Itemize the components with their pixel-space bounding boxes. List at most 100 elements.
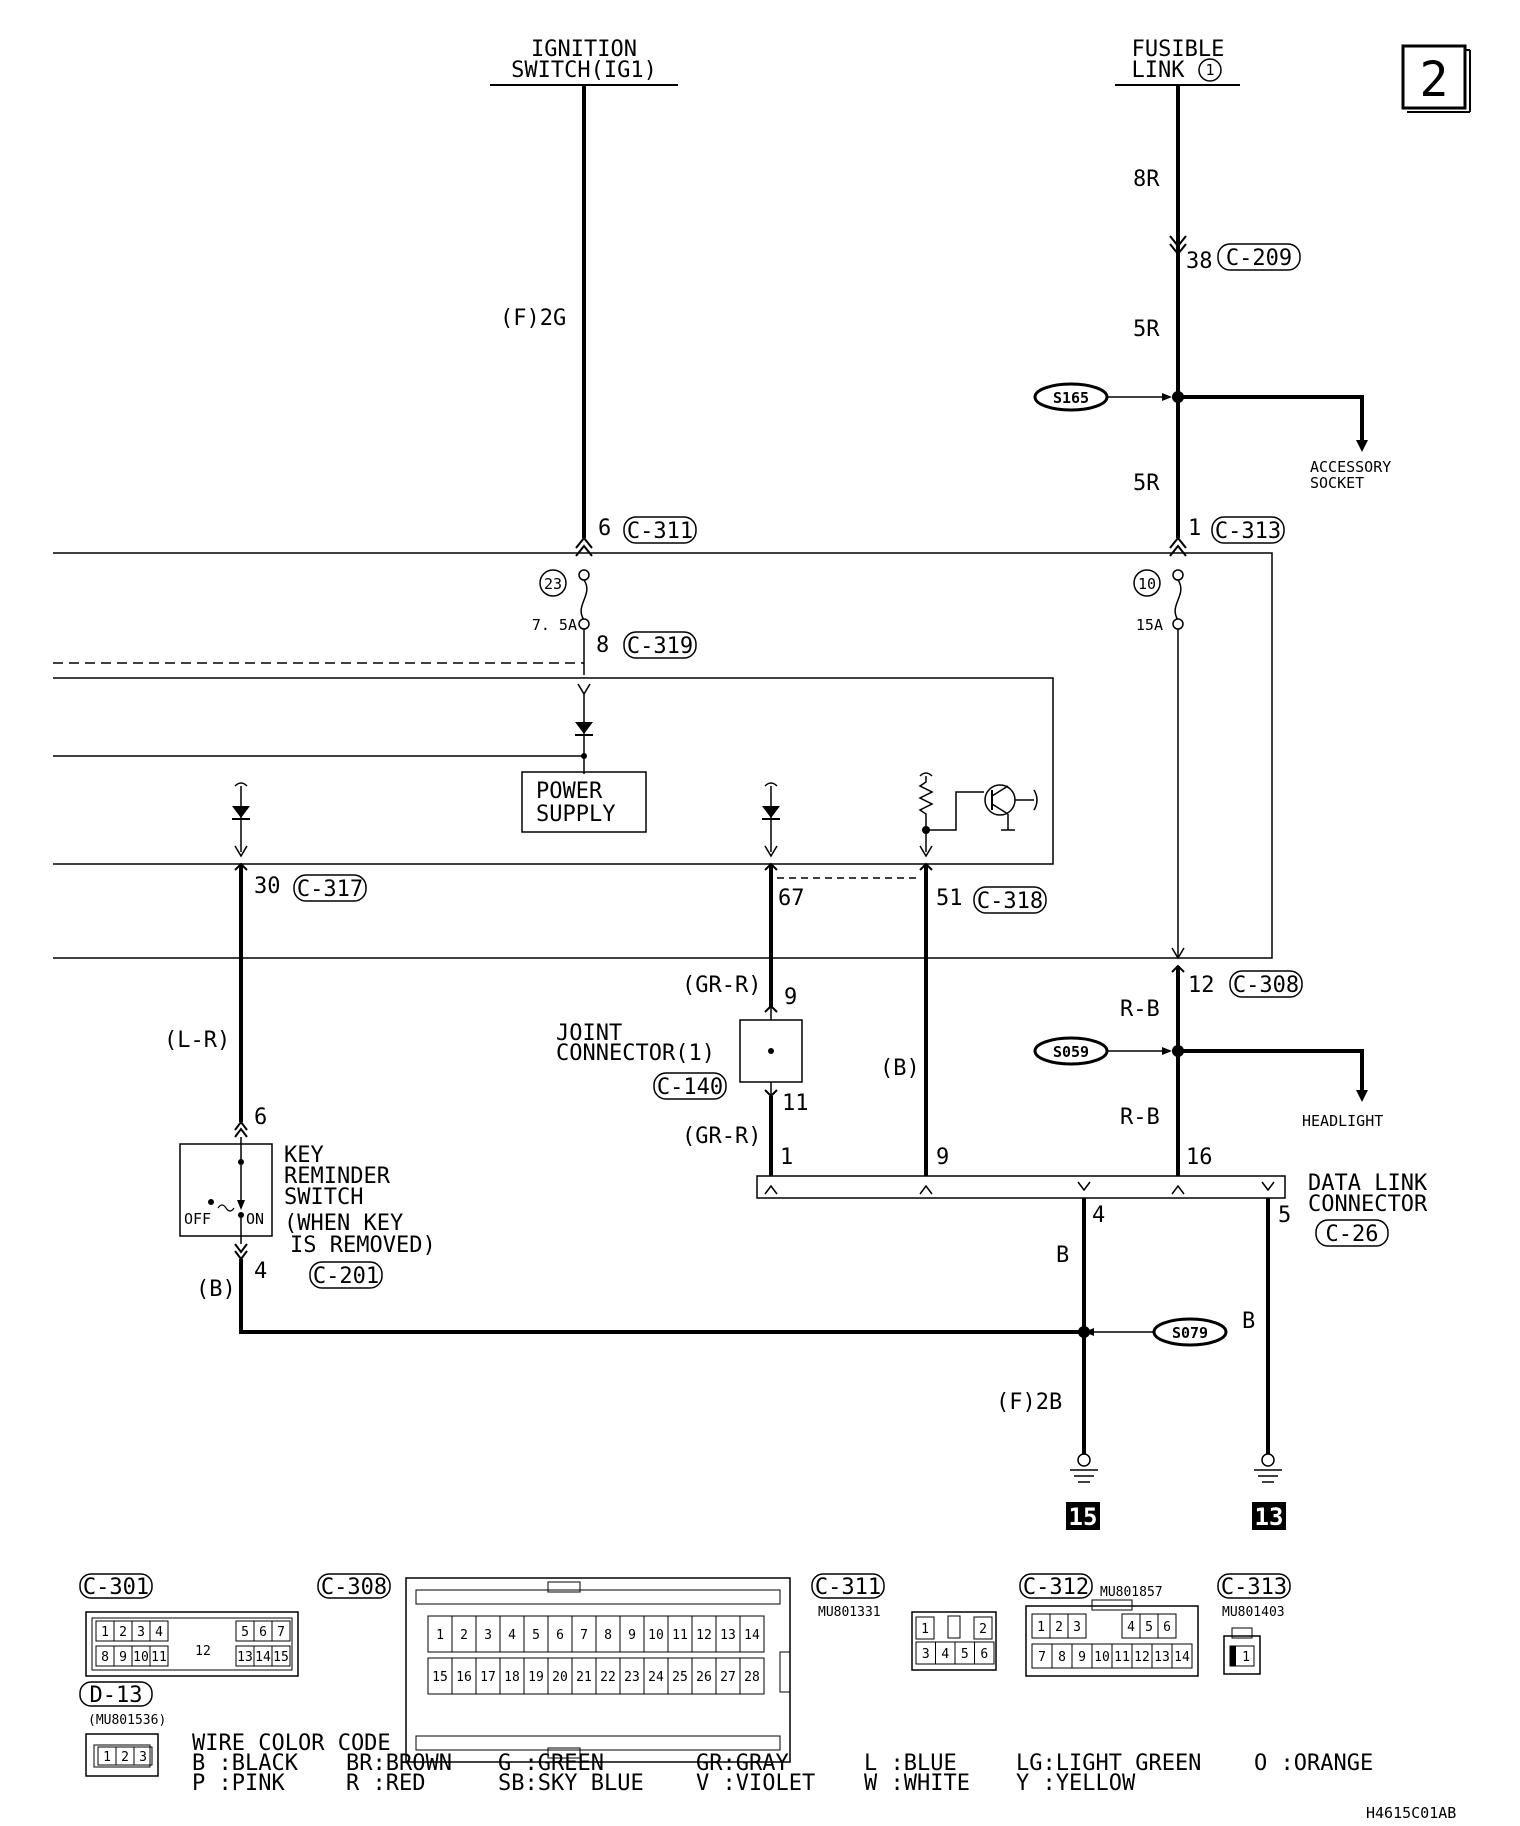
- wire-color-entry: Y :YELLOW: [1016, 1771, 1136, 1796]
- pin-label: 4: [508, 1628, 516, 1643]
- pin-label: 7: [1038, 1650, 1046, 1665]
- svg-text:IGNITION: IGNITION: [531, 37, 637, 62]
- pin-label: 5: [961, 1647, 969, 1662]
- connector-c317-marker: 30 C-317: [234, 862, 367, 902]
- figure-code: H4615C01AB: [1366, 1804, 1456, 1822]
- svg-text:OFF: OFF: [184, 1210, 211, 1228]
- svg-text:LINK: LINK: [1132, 58, 1186, 83]
- wire-color-entry: GR:GRAY: [696, 1751, 789, 1776]
- svg-text:9: 9: [936, 1145, 949, 1170]
- pin-label: 14: [744, 1628, 760, 1643]
- wire-color-entry: SB:SKY BLUE: [498, 1771, 644, 1796]
- wire-color-entry: G :GREEN: [498, 1751, 604, 1776]
- fusible-link-label: FUSIBLE LINK 1: [1115, 37, 1240, 86]
- pin-label: 4: [1127, 1620, 1135, 1635]
- key-reminder-switch: 6 OFF ON 4 KEY REMINDER SWITCH (WHEN KEY…: [179, 1105, 436, 1289]
- svg-text:C-318: C-318: [977, 889, 1043, 914]
- svg-text:9: 9: [784, 985, 797, 1010]
- svg-text:7. 5A: 7. 5A: [532, 616, 577, 634]
- pin-label: 8: [604, 1628, 612, 1643]
- wire-accessory: [1178, 395, 1364, 440]
- pin-label: 1: [1037, 1620, 1045, 1635]
- pin-label: 14: [255, 1650, 271, 1665]
- ground-13: 13: [1252, 1453, 1286, 1531]
- svg-text:1: 1: [1188, 516, 1201, 541]
- svg-text:C-311: C-311: [815, 1575, 881, 1600]
- ground-15: 15: [1066, 1453, 1100, 1531]
- pin-label: 24: [648, 1670, 664, 1685]
- pin-label: 2: [1055, 1620, 1063, 1635]
- svg-text:D-13: D-13: [90, 1683, 143, 1708]
- pin-label: 1: [436, 1628, 444, 1643]
- wire-label-5r-a: 5R: [1133, 317, 1160, 342]
- svg-text:C-26: C-26: [1326, 1222, 1379, 1247]
- svg-text:WIRE COLOR CODE: WIRE COLOR CODE: [192, 1731, 391, 1756]
- joint-connector: 9 11 JOINT CONNECTOR(1) C-140: [556, 985, 809, 1116]
- connector-c313-marker: 1 C-313: [1169, 516, 1285, 557]
- pin-label: 6: [259, 1625, 267, 1640]
- power-supply-diode: [53, 694, 593, 774]
- pin-label: 11: [1114, 1650, 1130, 1665]
- pin-label: 13: [720, 1628, 736, 1643]
- svg-text:IS REMOVED): IS REMOVED): [290, 1233, 436, 1258]
- pin-label: 3: [139, 1750, 147, 1765]
- svg-text:C-140: C-140: [657, 1075, 723, 1100]
- fuse-23: 23 7. 5A 8 C-319: [532, 569, 697, 696]
- pin-label: 5: [1145, 1620, 1153, 1635]
- svg-text:67: 67: [778, 886, 805, 911]
- svg-text:C-201: C-201: [313, 1264, 379, 1289]
- pin-label: 2: [121, 1750, 129, 1765]
- svg-text:MU801857: MU801857: [1100, 1585, 1163, 1600]
- etacs-box-outline: [53, 677, 1054, 865]
- data-link-connector: 1 9 16 4 5 DATA LINK CONNECTOR C-26: [756, 1145, 1428, 1247]
- wire-color-entry: BR:BROWN: [346, 1751, 452, 1776]
- pin-label: 19: [528, 1670, 544, 1685]
- pin-label: 20: [552, 1670, 568, 1685]
- wire-color-entry: P :PINK: [192, 1771, 285, 1796]
- svg-text:FUSIBLE: FUSIBLE: [1132, 37, 1225, 62]
- pin-label: 9: [628, 1628, 636, 1643]
- diode-pin30: [232, 782, 250, 858]
- pin-label: 2: [979, 1622, 987, 1637]
- svg-text:1: 1: [1242, 1650, 1250, 1665]
- pin-label: 13: [1154, 1650, 1170, 1665]
- svg-text:(MU801536): (MU801536): [88, 1713, 166, 1728]
- wire-label-grr-b: (GR-R): [682, 1124, 761, 1149]
- pin-label: 17: [480, 1670, 496, 1685]
- connector-c209: 38 C-209: [1169, 235, 1301, 274]
- pin-label: 1: [101, 1625, 109, 1640]
- pin-label: 26: [696, 1670, 712, 1685]
- svg-text:REMINDER: REMINDER: [284, 1164, 391, 1189]
- wire-label-lr: (L-R): [164, 1028, 230, 1053]
- pin-label: 4: [155, 1625, 163, 1640]
- pin-label: 6: [556, 1628, 564, 1643]
- pin-label: 12: [1134, 1650, 1150, 1665]
- pin-label: 9: [1078, 1650, 1086, 1665]
- svg-text:1: 1: [780, 1145, 793, 1170]
- connector-view-c313: C-313 MU801403 1: [1217, 1573, 1291, 1675]
- pin-label: 5: [532, 1628, 540, 1643]
- wire-label-2b: (F)2B: [996, 1390, 1062, 1415]
- svg-text:C-313: C-313: [1215, 519, 1281, 544]
- svg-text:51: 51: [936, 886, 963, 911]
- page-number: 2: [1420, 52, 1449, 108]
- pin-label: 13: [237, 1650, 253, 1665]
- svg-text:15: 15: [1069, 1503, 1098, 1531]
- connector-c311-marker: 6 C-311: [575, 516, 697, 557]
- pin-label: 1: [921, 1622, 929, 1637]
- wire-color-entry: B :BLACK: [192, 1751, 299, 1776]
- wire-label-8r: 8R: [1133, 167, 1160, 192]
- accessory-socket-label: ACCESSORY SOCKET: [1310, 458, 1391, 492]
- pin-label: 2: [460, 1628, 468, 1643]
- svg-text:MU801403: MU801403: [1222, 1605, 1285, 1620]
- svg-text:(WHEN KEY: (WHEN KEY: [284, 1211, 403, 1236]
- wire-color-entry: W :WHITE: [864, 1771, 970, 1796]
- svg-text:12: 12: [195, 1644, 211, 1659]
- svg-text:15A: 15A: [1136, 616, 1163, 634]
- connector-c318-marker: 67 51 C-318: [764, 862, 1047, 914]
- pin-label: 27: [720, 1670, 736, 1685]
- pin-label: 9: [119, 1650, 127, 1665]
- svg-text:S059: S059: [1053, 1043, 1089, 1061]
